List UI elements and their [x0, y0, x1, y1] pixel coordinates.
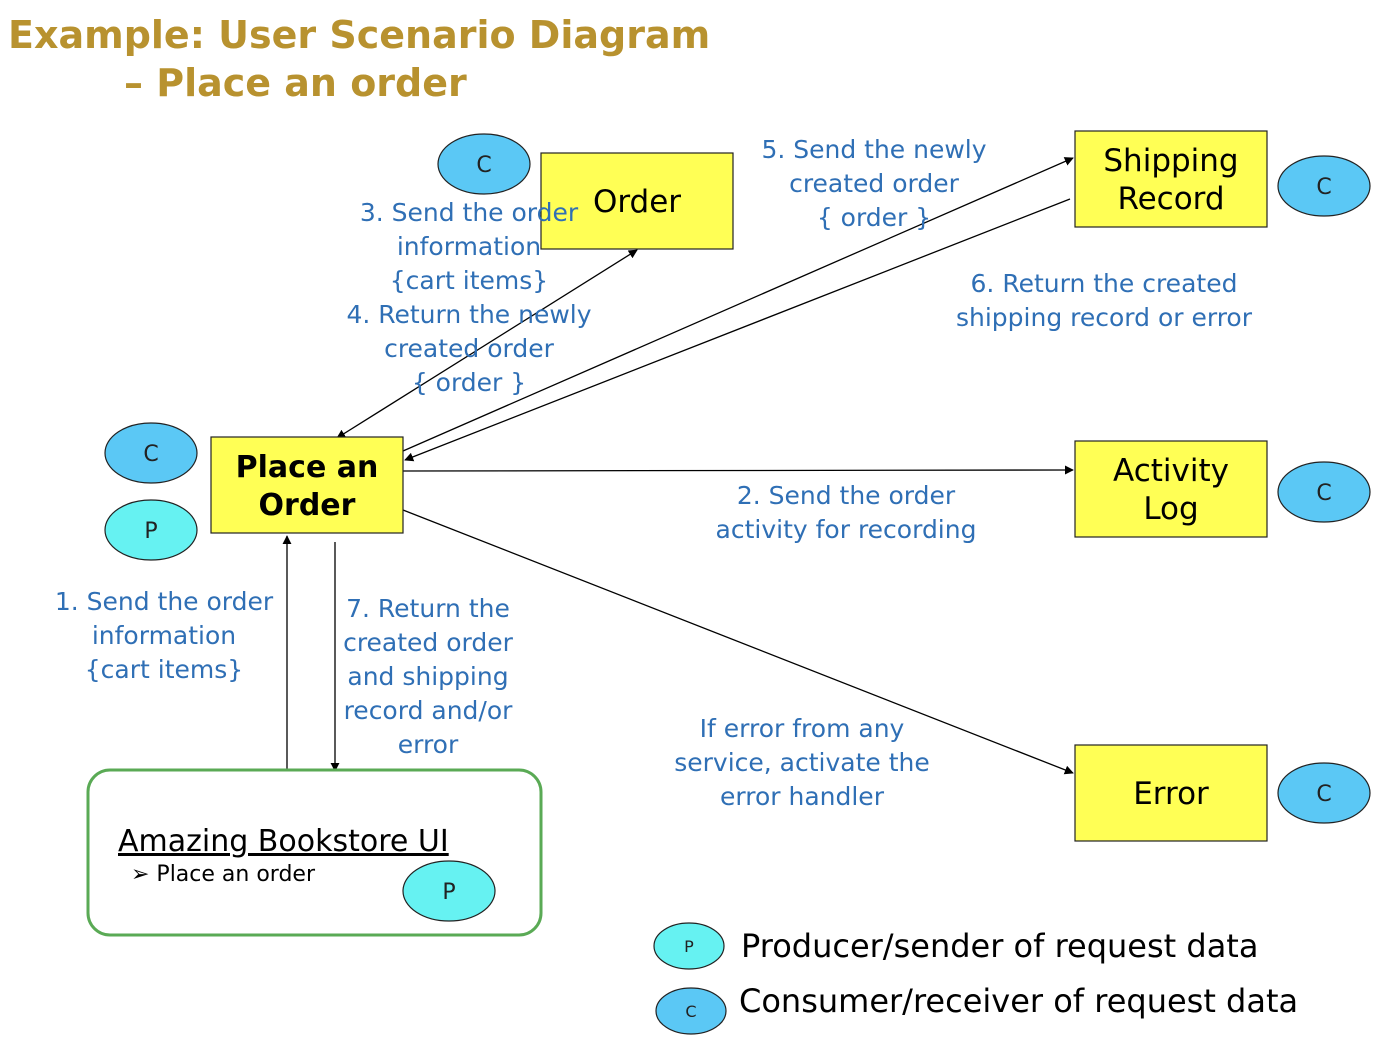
svg-text:C: C	[1316, 782, 1331, 807]
activity-log-consumer-badge: C	[1277, 461, 1371, 523]
bookstore-ui-title: Amazing Bookstore UI	[118, 824, 449, 859]
legend-producer: P Producer/sender of request data	[653, 922, 1258, 970]
order-consumer-badge: C	[437, 133, 531, 195]
error-box-label: Error	[1133, 776, 1209, 812]
svg-text:P: P	[144, 519, 157, 544]
page-title-line-1: Example: User Scenario Diagram	[8, 13, 711, 57]
svg-text:C: C	[1316, 175, 1331, 200]
arrow-place-order-to-activity-log	[402, 465, 1074, 475]
shipping-consumer-badge: C	[1277, 155, 1371, 217]
error-consumer-badge: C	[1277, 762, 1371, 824]
svg-text:P: P	[684, 937, 694, 956]
svg-text:C: C	[476, 153, 491, 178]
legend-consumer: C Consumer/receiver of request data	[655, 982, 1298, 1035]
arrow-order-exchange	[336, 249, 638, 439]
bookstore-ui-item-place-order[interactable]: ➢ Place an order	[131, 862, 316, 887]
svg-text:P: P	[442, 880, 455, 905]
svg-text:C: C	[143, 442, 158, 467]
svg-text:C: C	[685, 1002, 696, 1021]
ui-producer-badge: P	[402, 860, 496, 922]
legend-consumer-label: Consumer/receiver of request data	[739, 982, 1298, 1020]
error-box: Error	[1074, 744, 1268, 842]
place-order-producer-badge: P	[104, 499, 198, 561]
arrow-shipping-to-place-order	[404, 198, 1071, 462]
page-title-line-2: – Place an order	[124, 61, 467, 105]
arrow-place-order-to-shipping	[402, 157, 1074, 452]
order-box: Order	[540, 152, 734, 250]
arrow-place-order-to-error	[402, 509, 1074, 775]
legend-producer-label: Producer/sender of request data	[741, 927, 1258, 965]
svg-text:C: C	[1316, 481, 1331, 506]
place-order-consumer-badge: C	[104, 422, 198, 484]
order-box-label: Order	[593, 184, 681, 220]
